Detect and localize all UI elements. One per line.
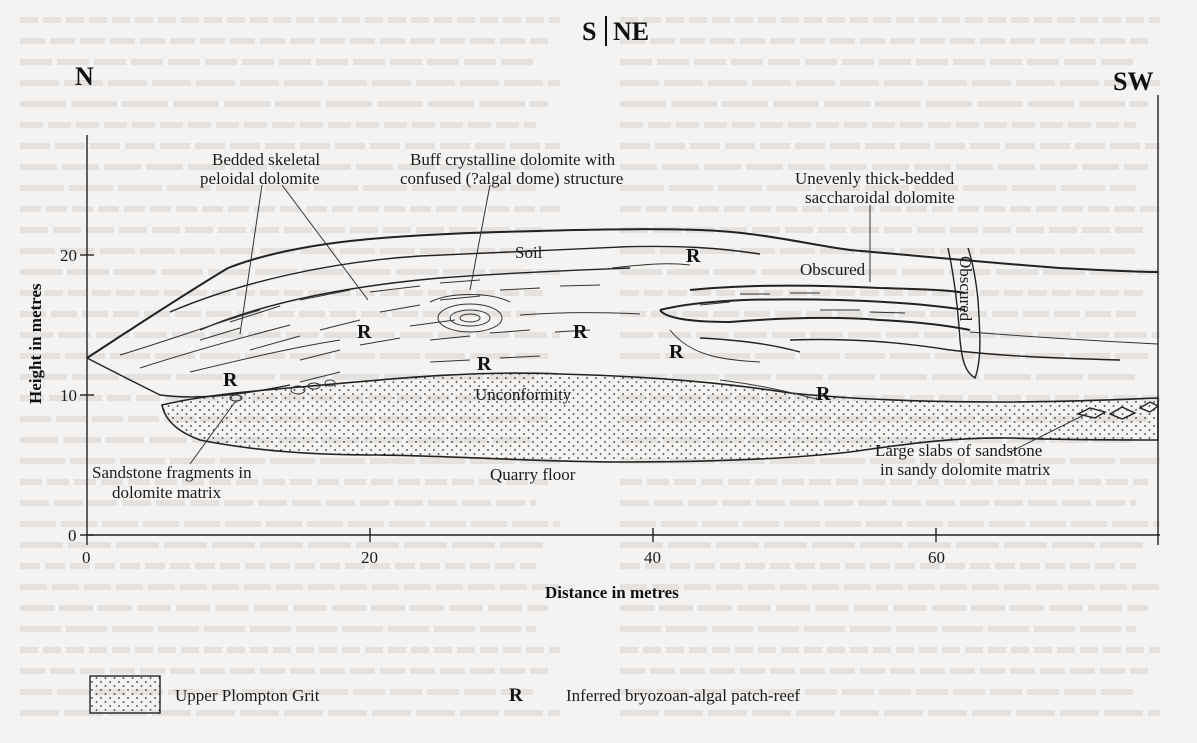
x-axis-label: Distance in metres xyxy=(545,583,679,602)
y-tick-20: 20 xyxy=(60,246,77,265)
compass-north: N xyxy=(75,62,94,91)
label-large-slabs-1: Large slabs of sandstone xyxy=(875,441,1042,460)
soil-band xyxy=(170,246,760,312)
legend-reef-label: Inferred bryozoan-algal patch-reef xyxy=(566,686,800,705)
bedding-right xyxy=(660,286,1158,400)
label-obscured-vertical: Obscured xyxy=(956,256,975,322)
reef-marker: R xyxy=(357,321,372,343)
label-bedded-1: Bedded skeletal xyxy=(212,150,320,169)
x-tick-60: 60 xyxy=(928,548,945,567)
reef-marker: R xyxy=(686,245,701,267)
reef-marker: R xyxy=(669,341,684,363)
legend-grit-label: Upper Plompton Grit xyxy=(175,686,320,705)
legend-grit-swatch xyxy=(90,676,160,713)
reef-marker: R xyxy=(573,321,588,343)
x-tick-40: 40 xyxy=(644,548,661,567)
label-sandstone-fragments-1: Sandstone fragments in xyxy=(92,463,252,482)
reef-marker: R xyxy=(223,369,238,391)
y-axis-label: Height in metres xyxy=(26,283,45,404)
y-tick-0: 0 xyxy=(68,526,77,545)
label-buff-2: confused (?algal dome) structure xyxy=(400,169,623,188)
label-unconformity: Unconformity xyxy=(475,385,572,404)
compass-north-east: NE xyxy=(613,17,649,46)
label-unevenly-1: Unevenly thick-bedded xyxy=(795,169,955,188)
label-buff-1: Buff crystalline dolomite with xyxy=(410,150,616,169)
reef-marker: R xyxy=(477,353,492,375)
x-tick-0: 0 xyxy=(82,548,91,567)
soil-band-lower xyxy=(200,268,630,330)
label-obscured-horizontal: Obscured xyxy=(800,260,866,279)
legend-reef-symbol: R xyxy=(509,685,523,706)
label-bedded-2: peloidal dolomite xyxy=(200,169,319,188)
y-tick-10: 10 xyxy=(60,386,77,405)
compass-south-west: SW xyxy=(1113,67,1153,96)
label-quarry-floor: Quarry floor xyxy=(490,465,576,484)
label-soil: Soil xyxy=(515,243,543,262)
label-sandstone-fragments-2: dolomite matrix xyxy=(112,483,222,502)
show-through-text xyxy=(20,20,1160,713)
label-unevenly-2: saccharoidal dolomite xyxy=(805,188,955,207)
compass-south: S xyxy=(582,17,596,46)
label-large-slabs-2: in sandy dolomite matrix xyxy=(880,460,1051,479)
x-tick-20: 20 xyxy=(361,548,378,567)
reef-marker: R xyxy=(816,383,831,405)
